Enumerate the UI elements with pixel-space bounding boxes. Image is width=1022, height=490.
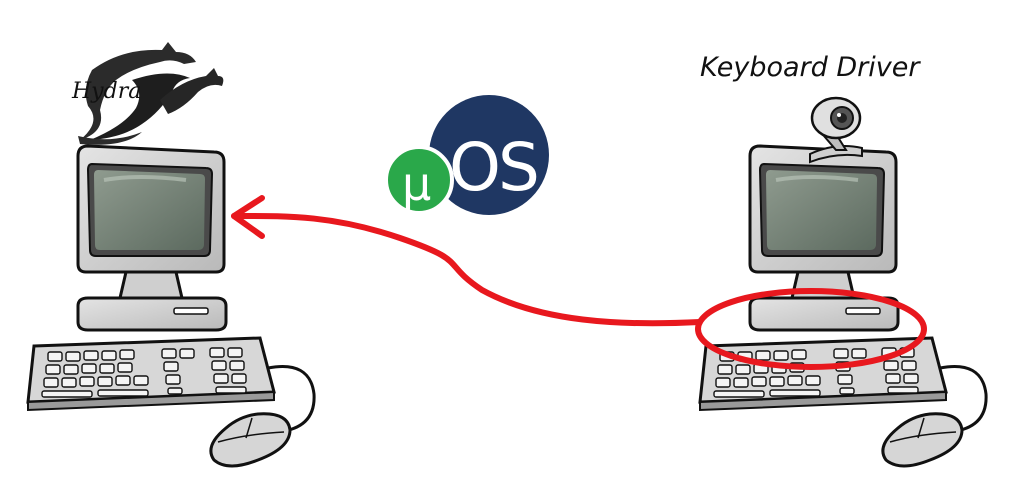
hydra-logo: Hydra: [71, 42, 224, 145]
hydra-dragon-logo-icon: [78, 42, 224, 145]
muos-os-text: OS: [449, 129, 537, 206]
webcam-icon: [809, 96, 863, 164]
keyboard-highlight-ellipse: [695, 288, 927, 370]
keyboard-driver-caption: Keyboard Driver: [700, 52, 920, 83]
muos-mu-text: µ: [402, 157, 431, 211]
muos-logo-icon: [429, 95, 549, 215]
hydra-logo-text: Hydra: [71, 79, 141, 104]
red-arrow-icon: [231, 195, 703, 327]
muos-logo: OS µ: [384, 95, 549, 215]
target-computer: [698, 144, 989, 468]
muos-mu-badge: [384, 145, 454, 215]
host-computer: [26, 144, 317, 468]
